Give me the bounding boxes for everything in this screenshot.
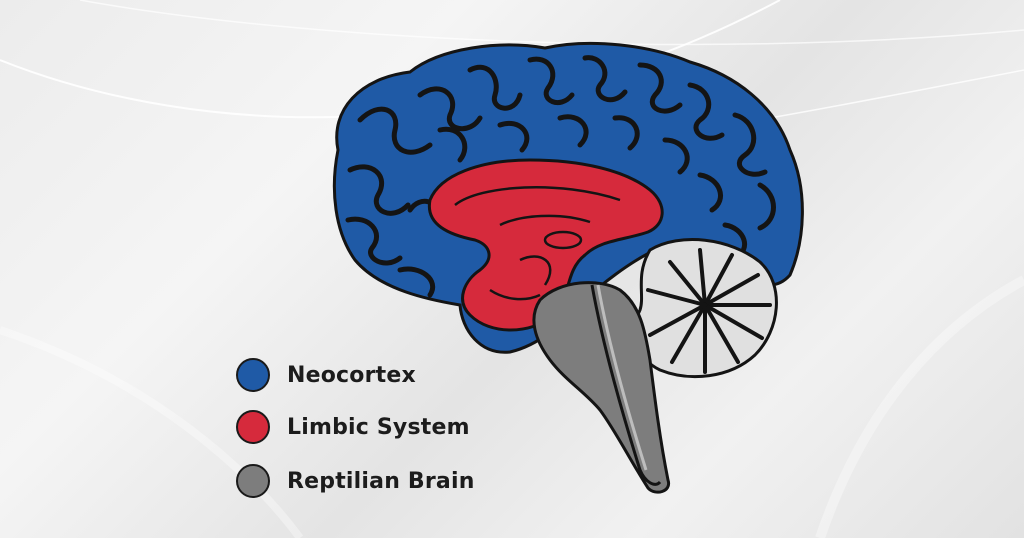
legend-swatch-neocortex bbox=[236, 358, 270, 392]
cortex-folds bbox=[345, 55, 776, 298]
legend-label-limbic-system: Limbic System bbox=[287, 414, 470, 440]
legend-label-reptilian-brain: Reptilian Brain bbox=[287, 468, 475, 494]
reptilian-region bbox=[532, 281, 671, 494]
brainstem-highlight bbox=[596, 284, 648, 471]
legend-item-neocortex: Neocortex bbox=[236, 355, 496, 395]
legend-item-limbic-system: Limbic System bbox=[236, 407, 496, 447]
brainstem-edge bbox=[590, 284, 662, 486]
legend-swatch-limbic-system bbox=[236, 410, 270, 444]
limbic-details bbox=[454, 186, 621, 301]
legend-label-neocortex: Neocortex bbox=[287, 362, 416, 388]
limbic-region bbox=[427, 158, 664, 332]
cerebellum-folia bbox=[646, 248, 772, 374]
legend-swatch-reptilian-brain bbox=[236, 464, 270, 498]
legend-item-reptilian-brain: Reptilian Brain bbox=[236, 461, 496, 501]
